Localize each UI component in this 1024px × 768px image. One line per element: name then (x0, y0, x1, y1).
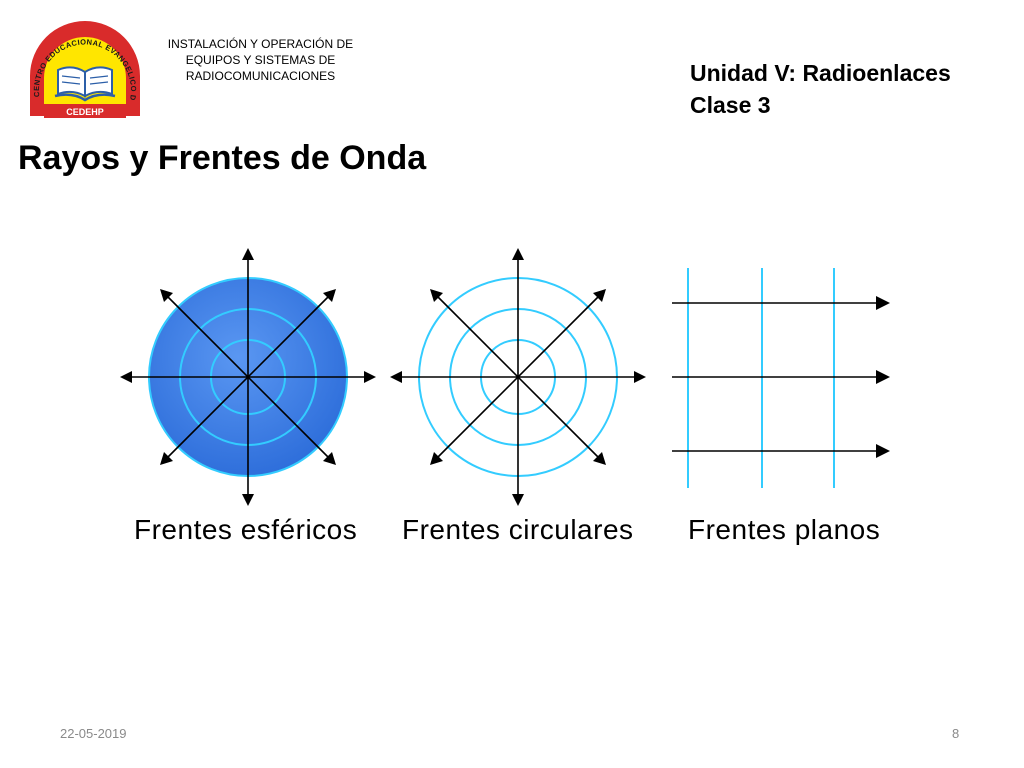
spherical-fronts-diagram (120, 248, 376, 506)
page-number: 8 (952, 726, 960, 741)
org-header: INSTALACIÓN Y OPERACIÓN DE EQUIPOS Y SIS… (158, 36, 363, 84)
cedehp-logo: CENTRO EDUCACIONAL EVANGELICO DE HUALPEN… (22, 16, 140, 118)
circular-fronts-diagram (390, 248, 646, 506)
footer-date: 22-05-2019 (60, 726, 127, 741)
logo-acronym: CEDEHP (66, 107, 104, 117)
caption-circular-fronts: Frentes circulares (402, 514, 634, 545)
org-header-line: RADIOCOMUNICACIONES (185, 69, 336, 83)
org-header-line: EQUIPOS Y SISTEMAS DE (185, 53, 336, 67)
caption-spherical-fronts: Frentes esféricos (134, 514, 358, 545)
page-title: Rayos y Frentes de Onda (18, 139, 427, 177)
open-book-icon (54, 66, 116, 102)
unit-title: Unidad V: Radioenlaces (690, 60, 951, 86)
caption-plane-fronts: Frentes planos (688, 514, 881, 545)
org-header-line: INSTALACIÓN Y OPERACIÓN DE (167, 37, 354, 51)
plane-fronts-diagram (672, 268, 890, 488)
class-title: Clase 3 (690, 92, 771, 118)
wavefront-figure (120, 248, 890, 506)
